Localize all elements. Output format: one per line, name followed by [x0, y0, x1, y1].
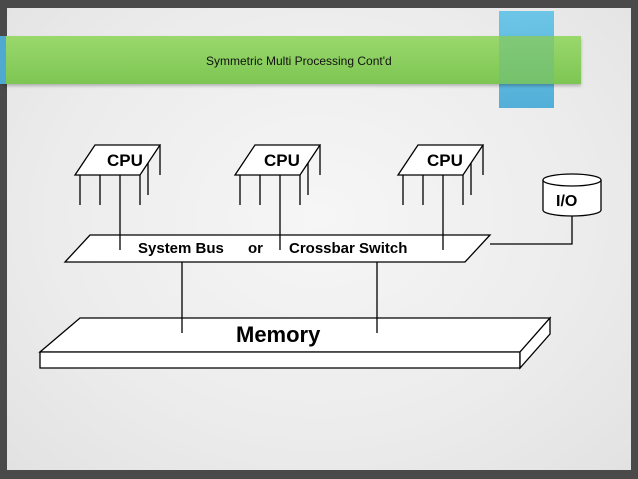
- cpu-label-2: CPU: [264, 151, 300, 170]
- cpu-label-1: CPU: [107, 151, 143, 170]
- memory-label: Memory: [236, 322, 321, 347]
- io-label: I/O: [556, 193, 577, 210]
- bus-io-connector: [490, 214, 573, 245]
- system-bus-shape: [63, 234, 492, 263]
- accent-bar-left: [0, 36, 6, 84]
- memory-slab: [38, 316, 552, 370]
- cpu-chip-1: [73, 144, 162, 250]
- slide-title: Symmetric Multi Processing Cont'd: [206, 54, 392, 68]
- cpu-label-3: CPU: [427, 151, 463, 170]
- bus-label-left: System Bus: [138, 240, 224, 257]
- bus-label-right: Crossbar Switch: [289, 240, 407, 257]
- bus-label-or: or: [248, 240, 263, 257]
- cpu-chip-3: [396, 144, 485, 250]
- cpu-chip-2: [233, 144, 322, 250]
- accent-bar-overlap: [499, 36, 554, 84]
- title-bar: [3, 36, 581, 84]
- io-cylinder: [542, 173, 602, 217]
